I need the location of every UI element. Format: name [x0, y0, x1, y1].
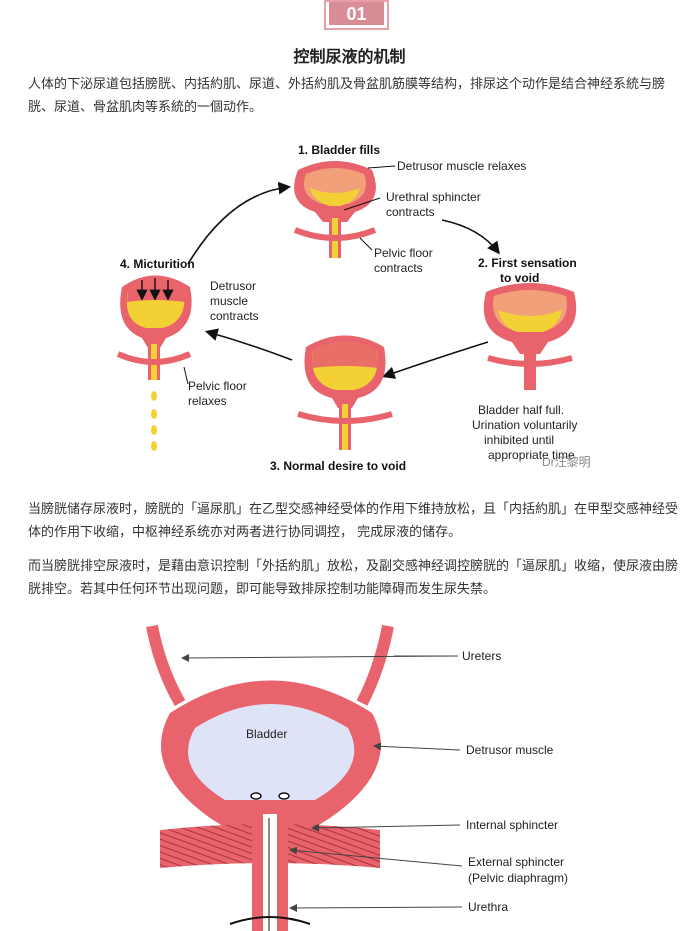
stage1-label-pelvic-1: Pelvic floor: [374, 246, 433, 260]
intro-paragraph: 人体的下泌尿道包括膀胱、内括約肌、尿道、外括約肌及骨盆肌筋膜等结构，排尿这个动作…: [28, 77, 666, 115]
label-ureters: Ureters: [462, 649, 501, 663]
label-detrusor-muscle: Detrusor muscle: [466, 743, 554, 757]
bladder-lumen: [188, 704, 355, 800]
cycle-arrow-3-to-4: [204, 328, 293, 361]
label-internal-sphincter: Internal sphincter: [466, 818, 558, 832]
stage4-label-pelvic-2: relaxes: [188, 394, 227, 408]
stage1-label-detrusor: Detrusor muscle relaxes: [397, 159, 526, 173]
label-pelvic-diaphragm: (Pelvic diaphragm): [468, 871, 568, 885]
storage-paragraph: 当膀胱储存尿液时，膀胱的「逼尿肌」在乙型交感神经受体的作用下维持放松，且「内括約…: [28, 502, 679, 540]
section-number-badge: 01: [324, 0, 389, 30]
stage2-note-2: Urination voluntarily: [472, 418, 577, 432]
stage4-bladder: [116, 275, 192, 451]
stage3-bladder: [297, 335, 393, 450]
bladder-label: Bladder: [246, 727, 287, 741]
bladder-cycle-diagram: 1. Bladder fills Detrusor muscle relaxes…: [116, 143, 591, 473]
cycle-arrow-4-to-1: [187, 181, 292, 265]
stage1-title: 1. Bladder fills: [298, 143, 380, 157]
stage3-title: 3. Normal desire to void: [270, 459, 406, 473]
stage4-label-detrusor-3: contracts: [210, 309, 259, 323]
stage4-label-pelvic-1: Pelvic floor: [188, 379, 247, 393]
stage2-title-2: to void: [500, 271, 539, 285]
section-number: 01: [329, 2, 384, 25]
stage2-title-1: 2. First sensation: [478, 256, 577, 270]
stage1-label-sphincter-1: Urethral sphincter: [386, 190, 481, 204]
stage2-note-3: inhibited until: [484, 433, 554, 447]
stage1-label-sphincter-2: contracts: [386, 205, 435, 219]
cycle-arrow-2-to-3: [381, 341, 489, 379]
bladder-anatomy-diagram: Bladder Ureters Detrusor muscle Internal…: [146, 624, 568, 931]
stage4-label-detrusor-2: muscle: [210, 294, 248, 308]
voiding-paragraph: 而当膀胱排空尿液时，是藉由意识控制「外括約肌」放松，及副交感神经调控膀胱的「逼尿…: [28, 559, 679, 597]
label-urethra: Urethra: [468, 900, 508, 914]
stage1-label-pelvic-2: contracts: [374, 261, 423, 275]
section-title: 控制尿液的机制: [293, 47, 406, 66]
stage1-bladder: [293, 161, 377, 258]
stage2-bladder: [483, 283, 577, 390]
watermark: Dr汪黎明: [542, 455, 591, 469]
label-external-sphincter: External sphincter: [468, 855, 564, 869]
cycle-arrow-1-to-2: [441, 219, 500, 255]
stage4-label-detrusor-1: Detrusor: [210, 279, 256, 293]
stage4-title: 4. Micturition: [120, 257, 195, 271]
stage2-note-4: appropriate time: [488, 448, 575, 462]
stage2-note-1: Bladder half full.: [478, 403, 564, 417]
